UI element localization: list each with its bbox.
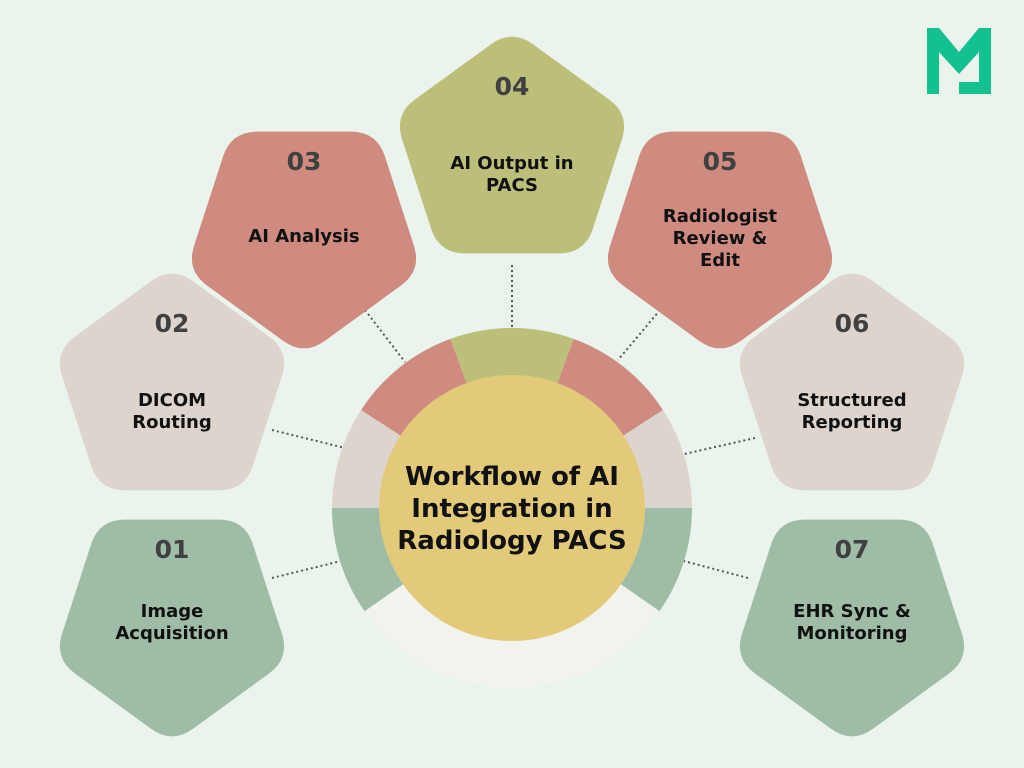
step-label-line: Structured [797, 390, 906, 411]
diagram-title-line-2: Integration in [411, 494, 612, 524]
m-logo-icon [927, 28, 991, 94]
connector-02 [271, 429, 346, 449]
connector-03 [364, 309, 406, 363]
step-label-line: AI Output in [450, 153, 573, 174]
progress-ring [332, 328, 692, 689]
step-label-line: Reporting [802, 412, 903, 433]
pentagon-shape [607, 131, 833, 349]
connector-06 [679, 437, 756, 456]
step-03: 03 AI Analysis [191, 131, 417, 349]
step-label-line: Edit [700, 250, 740, 271]
ring-segment-04 [450, 328, 574, 384]
step-label-line: PACS [486, 175, 538, 196]
connector-07 [679, 559, 749, 579]
ring-segment-07 [620, 508, 692, 612]
ring-segment-06 [622, 409, 692, 508]
diagram-title-line-3: Radiology PACS [397, 526, 626, 556]
pentagon-shape [739, 273, 965, 491]
diagram-title-line-1: Workflow of AI [405, 462, 619, 492]
step-label-line: Acquisition [115, 623, 228, 644]
step-number: 02 [155, 309, 190, 338]
ring-segment-01 [332, 508, 404, 612]
step-label-line: EHR Sync & [793, 601, 911, 622]
step-label-line: DICOM [138, 390, 206, 411]
center-circle [379, 375, 645, 641]
pentagon-shape [59, 519, 285, 737]
pentagon-shape [191, 131, 417, 349]
step-label-line: Routing [132, 412, 212, 433]
step-number: 01 [155, 535, 190, 564]
ring-segment-02 [332, 409, 402, 508]
step-number: 06 [835, 309, 870, 338]
ring-segment-03 [361, 338, 467, 437]
step-number: 07 [835, 535, 870, 564]
step-number: 04 [495, 72, 530, 101]
connector-05 [617, 309, 661, 361]
pentagon-shape [399, 36, 625, 254]
ring-segment-bottom [364, 583, 660, 689]
connector-01 [271, 559, 346, 579]
step-number: 05 [703, 147, 738, 176]
step-label-line: Radiologist [663, 206, 778, 227]
step-label-line: Monitoring [797, 623, 908, 644]
pentagon-shape [739, 519, 965, 737]
step-label-line: Review & [673, 228, 768, 249]
pentagon-shape [59, 273, 285, 491]
step-number: 03 [287, 147, 322, 176]
connectors [271, 265, 756, 579]
step-label-line: AI Analysis [248, 226, 359, 247]
step-label-line: Image [141, 601, 204, 622]
ring-segment-05 [557, 338, 663, 437]
